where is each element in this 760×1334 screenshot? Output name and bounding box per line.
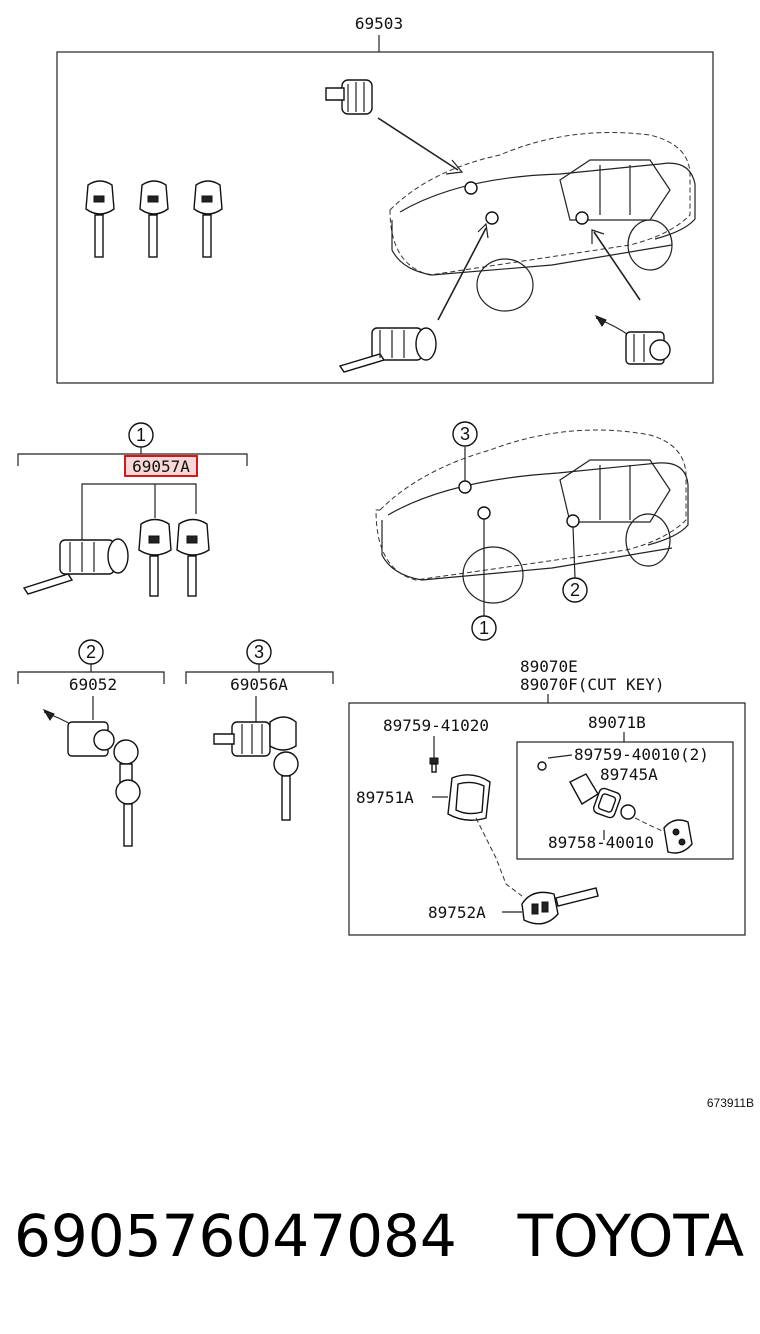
screw-icon bbox=[429, 757, 439, 773]
part-label-89752A: 89752A bbox=[428, 903, 486, 922]
part-label-89745A: 89745A bbox=[600, 765, 658, 784]
transponder-key-icon bbox=[521, 887, 599, 925]
highlighted-part-box bbox=[125, 456, 197, 476]
svg-text:3: 3 bbox=[254, 642, 264, 662]
vehicle-outline-top bbox=[389, 132, 696, 312]
callout-3 bbox=[452, 421, 478, 447]
transmitter-subgroup-frame bbox=[516, 741, 734, 860]
callout-2 bbox=[562, 577, 588, 603]
key-icon bbox=[85, 180, 115, 258]
part-label-69057A: 69057A bbox=[132, 457, 190, 476]
gasket-icon bbox=[592, 787, 622, 819]
svg-text:2: 2 bbox=[86, 642, 96, 662]
svg-text:2: 2 bbox=[570, 580, 580, 600]
door-lock-cylinder-icon bbox=[594, 314, 671, 365]
key-icon bbox=[269, 716, 299, 821]
part-label-69052: 69052 bbox=[69, 675, 117, 694]
key-icon bbox=[113, 739, 141, 847]
top-group: 69503 bbox=[56, 14, 714, 384]
key-group: 89070E 89070F(CUT KEY) 89759-41020 89071… bbox=[348, 657, 746, 936]
key-cover-icon bbox=[447, 774, 491, 821]
top-group-frame bbox=[56, 51, 714, 384]
part-label-89070F: 89070F(CUT KEY) bbox=[520, 675, 665, 694]
top-group-label: 69503 bbox=[355, 14, 403, 33]
group-3: 3 69056A bbox=[185, 639, 334, 821]
part-label-89071B: 89071B bbox=[588, 713, 646, 732]
callout-1 bbox=[471, 615, 497, 641]
svg-text:3: 3 bbox=[460, 424, 470, 444]
group-2: 2 69052 bbox=[17, 639, 165, 847]
battery-icon bbox=[620, 804, 636, 820]
part-label-69056A: 69056A bbox=[230, 675, 288, 694]
figure-reference: 673911B bbox=[707, 1096, 754, 1110]
key-icon bbox=[193, 180, 223, 258]
key-icon bbox=[139, 180, 169, 258]
transmitter-board-icon bbox=[569, 773, 599, 805]
part-label-89759-40010: 89759-40010(2) bbox=[574, 745, 709, 764]
key-case-icon bbox=[663, 819, 693, 854]
part-number: 69057604708​4 bbox=[14, 1202, 457, 1270]
part-label-89759-41020: 89759-41020 bbox=[383, 716, 489, 735]
trunk-lock-cylinder-icon bbox=[213, 721, 271, 757]
group-1: 1 69057A bbox=[17, 422, 248, 597]
key-icon bbox=[138, 518, 172, 597]
ignition-cylinder-icon bbox=[22, 538, 129, 595]
vehicle-outline-callouts: 3 2 1 bbox=[375, 421, 689, 641]
hood-lock-cylinder-icon bbox=[325, 79, 373, 115]
key-group-frame bbox=[348, 702, 746, 936]
svg-text:1: 1 bbox=[136, 425, 146, 445]
part-label-89070E: 89070E bbox=[520, 657, 578, 676]
screw-icon bbox=[537, 761, 547, 771]
ignition-cylinder-icon bbox=[338, 327, 437, 373]
door-lock-cylinder-icon bbox=[42, 708, 115, 757]
part-label-89751A: 89751A bbox=[356, 788, 414, 807]
svg-text:1: 1 bbox=[479, 618, 489, 638]
part-label-89758-40010: 89758-40010 bbox=[548, 833, 654, 852]
key-icon bbox=[176, 518, 210, 597]
brand-name: TOYOTA bbox=[517, 1202, 745, 1270]
